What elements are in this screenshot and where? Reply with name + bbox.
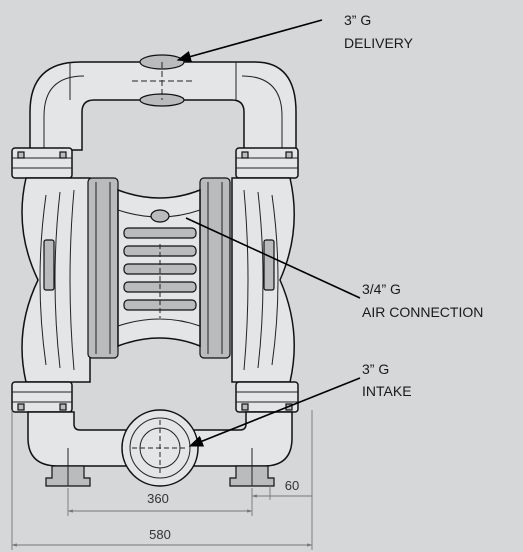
intake-label: INTAKE xyxy=(362,383,412,399)
air-size-label: 3/4” G xyxy=(362,281,401,297)
right-diaphragm-plate xyxy=(199,177,231,359)
delivery-label: DELIVERY xyxy=(344,35,414,51)
intake-leader xyxy=(188,377,361,447)
lower-flanges xyxy=(11,381,299,413)
left-chamber xyxy=(21,177,91,383)
air-section xyxy=(117,188,201,348)
dimension-lines xyxy=(11,410,313,550)
delivery-manifold xyxy=(29,54,297,151)
intake-manifold xyxy=(27,409,293,487)
delivery-size-label: 3” G xyxy=(344,12,371,28)
dim-360: 360 xyxy=(147,491,169,506)
air-connection-label: AIR CONNECTION xyxy=(362,304,483,320)
dim-580: 580 xyxy=(149,527,171,542)
feet xyxy=(45,448,275,487)
right-chamber xyxy=(231,177,295,383)
air-leader xyxy=(185,217,361,299)
upper-flanges xyxy=(11,147,299,179)
delivery-leader xyxy=(176,19,323,63)
dim-60: 60 xyxy=(285,478,299,493)
intake-size-label: 3” G xyxy=(362,361,389,377)
left-diaphragm-plate xyxy=(87,177,119,359)
